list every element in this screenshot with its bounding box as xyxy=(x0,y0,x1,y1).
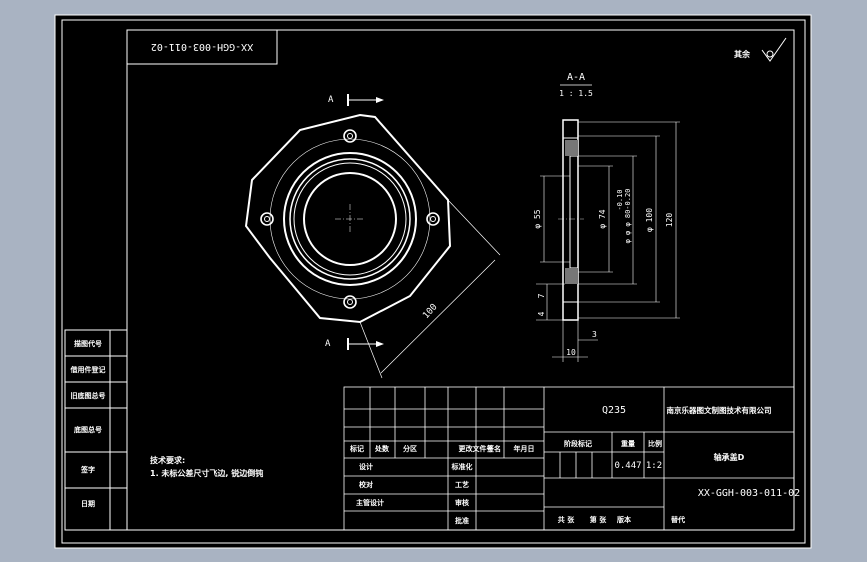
left-strip-item-5: 日期 xyxy=(81,499,95,508)
code-box-text: XX-GGH-003-011-02 xyxy=(151,41,253,52)
scale-value: 1:2 xyxy=(646,461,662,471)
section-view[interactable] xyxy=(558,119,584,321)
role-process: 工艺 xyxy=(455,480,469,489)
dim-4: 4 xyxy=(537,311,546,316)
left-strip-item-4: 签字 xyxy=(80,465,95,474)
sheet-number: 第 张 xyxy=(590,515,607,524)
left-strip xyxy=(64,329,128,531)
groove-ring xyxy=(289,158,411,280)
part-name: 轴承盖D xyxy=(714,452,745,462)
rev-header-3: 更改文件号 xyxy=(459,444,494,453)
dim-phi100: φ 100 xyxy=(645,208,654,232)
cut-marker-top-icon xyxy=(347,94,384,106)
drawing-border xyxy=(61,19,806,544)
outer-bore xyxy=(283,152,417,286)
dim-phi80: φ φ φ 80-0.20 xyxy=(624,189,632,244)
title-block xyxy=(343,386,795,531)
dim-3: 3 xyxy=(592,330,597,339)
dim-10: 10 xyxy=(566,348,576,357)
section-view-label: A-A xyxy=(567,72,585,83)
role-design: 设计 xyxy=(359,462,373,471)
role-approve: 批准 xyxy=(455,516,469,525)
dim-phi74: φ 74 xyxy=(598,209,607,228)
hatch-top xyxy=(565,140,578,156)
drawing-sheet xyxy=(54,14,812,549)
role-standard: 标准化 xyxy=(451,462,473,471)
role-review: 审核 xyxy=(455,498,469,507)
inner-bore xyxy=(303,172,397,266)
weight-label: 重量 xyxy=(621,439,635,448)
material-label: Q235 xyxy=(602,405,626,416)
left-strip-item-2: 旧底图总号 xyxy=(71,391,106,400)
version-label: 版本 xyxy=(617,515,631,524)
hatch-bottom xyxy=(565,268,578,284)
replace-label: 替代 xyxy=(671,515,685,524)
tech-req-title: 技术要求: xyxy=(150,455,185,465)
dim-7: 7 xyxy=(537,293,546,298)
sheet-total: 共 张 xyxy=(558,515,575,524)
drawing-number: XX-GGH-003-011-02 xyxy=(698,488,800,499)
front-view[interactable] xyxy=(244,113,452,324)
weight-value: 0.447 xyxy=(614,461,641,471)
bolt-hole-right xyxy=(426,212,440,226)
bolt-hole-top xyxy=(343,129,357,143)
role-chief: 主管设计 xyxy=(356,498,384,507)
roughness-label: 其余 xyxy=(734,49,751,59)
rev-header-4: 签名 xyxy=(486,444,501,453)
cut-marker-top-label: A xyxy=(328,95,334,105)
bolt-hole-bottom xyxy=(343,295,357,309)
roughness-symbol-icon xyxy=(761,37,787,62)
dimension-lines-vertical xyxy=(540,121,680,319)
tech-req-line: 1. 未标公差尺寸飞边, 锐边倒钝 xyxy=(150,468,263,478)
rev-header-2: 分区 xyxy=(403,444,417,453)
rev-header-1: 处数 xyxy=(374,444,390,453)
cut-marker-bottom-icon xyxy=(347,338,384,350)
company-label: 南京乐器图文制图技术有限公司 xyxy=(667,405,772,415)
dimension-100 xyxy=(359,199,501,379)
code-box xyxy=(126,29,278,65)
left-strip-item-0: 描图代号 xyxy=(74,339,102,348)
dim-phi80-tolerance: -0.10 xyxy=(616,189,624,210)
flange-outline xyxy=(244,113,452,324)
dimension-lines-small xyxy=(536,283,598,362)
groove-ring-inner xyxy=(293,162,407,276)
rev-header-0: 标记 xyxy=(349,444,364,453)
section-scale-label: 1 : 1.5 xyxy=(559,89,593,98)
dim-phi55: φ 55 xyxy=(533,209,542,228)
stage-mark-label: 阶段标记 xyxy=(564,439,592,448)
left-strip-item-3: 底图总号 xyxy=(74,425,102,434)
bolt-hole-left xyxy=(260,212,274,226)
left-strip-item-1: 借用件登记 xyxy=(70,365,106,374)
role-check: 校对 xyxy=(359,480,373,489)
rev-header-5: 年月日 xyxy=(514,444,535,453)
scale-label: 比例 xyxy=(648,439,662,448)
cut-marker-bottom-label: A xyxy=(325,339,331,349)
dim-120: 120 xyxy=(665,213,674,228)
